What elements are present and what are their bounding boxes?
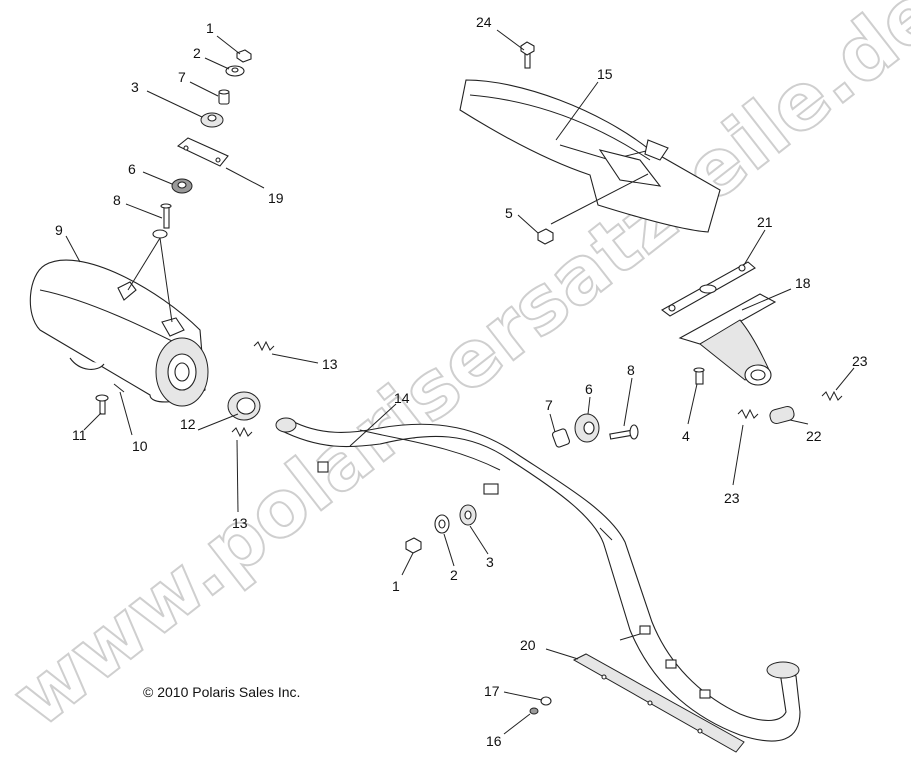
guard-part-20 (572, 653, 745, 753)
head-pipe-part-14 (275, 417, 801, 742)
label-part-24: 24 (476, 14, 492, 30)
label-part-23a: 23 (852, 353, 868, 369)
spring-part-13b (231, 426, 253, 438)
pin-part-10 (113, 383, 125, 393)
label-part-20: 20 (520, 637, 536, 653)
label-part-8a: 8 (113, 192, 121, 208)
label-part-2b: 2 (450, 567, 458, 583)
grommet-part-3 (200, 112, 224, 128)
label-part-5: 5 (505, 205, 513, 221)
screw-part-11 (95, 394, 109, 415)
heat-shield-part-15 (459, 79, 721, 233)
label-part-3b: 3 (486, 554, 494, 570)
bracket-part-19 (176, 137, 229, 167)
seal-part-22 (769, 405, 795, 425)
bolt-part-24 (520, 41, 535, 69)
label-part-2a: 2 (193, 45, 201, 61)
label-part-3a: 3 (131, 79, 139, 95)
label-part-22: 22 (806, 428, 822, 444)
screw-part-16 (529, 707, 539, 715)
muffler-part-9 (29, 259, 209, 407)
washer-part-17 (540, 696, 552, 706)
spacer-part-7b (551, 428, 571, 448)
label-part-13a: 13 (322, 356, 338, 372)
grommet-part-6a (171, 178, 193, 194)
stud-part-4 (693, 367, 705, 385)
spacer-part-7 (218, 89, 230, 105)
label-part-23b: 23 (724, 490, 740, 506)
label-part-17: 17 (484, 683, 500, 699)
bolt-part-8b (609, 424, 639, 440)
spring-part-23a (821, 390, 843, 402)
gasket-part-21 (660, 261, 756, 317)
label-part-4: 4 (682, 428, 690, 444)
label-part-1b: 1 (392, 578, 400, 594)
label-part-18: 18 (795, 275, 811, 291)
label-part-12: 12 (180, 416, 196, 432)
label-part-11: 11 (72, 427, 87, 443)
copyright-text: © 2010 Polaris Sales Inc. (143, 684, 300, 700)
label-part-6a: 6 (128, 161, 136, 177)
spring-part-13a (253, 340, 275, 352)
label-part-7b: 7 (545, 397, 553, 413)
label-part-9: 9 (55, 222, 63, 238)
label-part-21: 21 (757, 214, 773, 230)
label-part-10: 10 (132, 438, 148, 454)
nut-part-5 (537, 228, 554, 245)
label-part-13b: 13 (232, 515, 248, 531)
nut-part-1 (236, 49, 252, 63)
grommet-part-6b (574, 413, 600, 443)
seal-part-12 (227, 391, 261, 421)
spring-part-23b (737, 408, 759, 420)
label-part-6b: 6 (585, 381, 593, 397)
nut-part-1b (405, 537, 422, 554)
label-part-19: 19 (268, 190, 284, 206)
label-part-16: 16 (486, 733, 502, 749)
label-part-7a: 7 (178, 69, 186, 85)
label-part-8b: 8 (627, 362, 635, 378)
grommet-part-3b (459, 504, 477, 526)
washer-part-2b (434, 514, 450, 534)
bolt-part-8a (152, 203, 172, 239)
label-part-14: 14 (394, 390, 410, 406)
washer-part-2 (225, 65, 245, 77)
label-part-1a: 1 (206, 20, 214, 36)
label-part-15: 15 (597, 66, 613, 82)
